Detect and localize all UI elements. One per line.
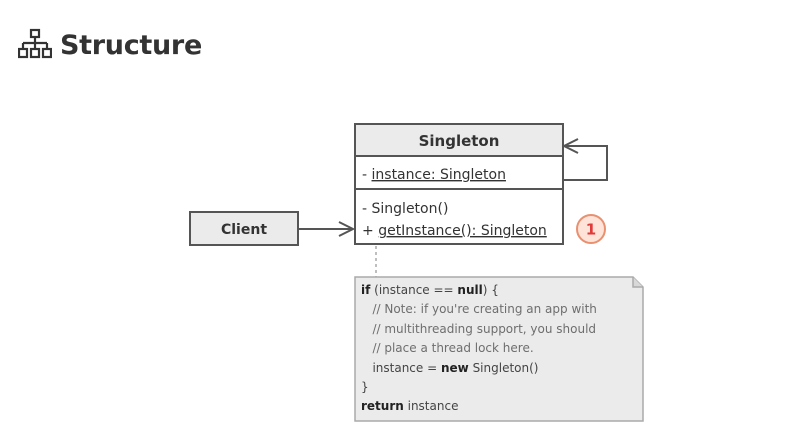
code-comment: // place a thread lock here. <box>361 341 534 356</box>
section-heading: Structure <box>18 28 202 62</box>
singleton-class-title: Singleton <box>419 132 500 150</box>
code-keyword: null <box>457 283 483 297</box>
step-badge: 1 <box>576 214 606 244</box>
hierarchy-structure-icon <box>18 28 52 59</box>
code-line: return instance <box>361 397 637 416</box>
code-keyword: new <box>440 360 469 375</box>
code-keyword: if <box>361 283 371 297</box>
code-text: instance <box>403 399 459 414</box>
singleton-constructor: - Singleton() <box>362 201 448 217</box>
client-to-singleton-arrow <box>299 221 356 237</box>
code-line: } <box>361 378 637 397</box>
code-comment: // multithreading support, you should <box>361 321 597 336</box>
client-box: Client <box>189 211 299 246</box>
self-association-arrow <box>561 138 608 181</box>
code-line: // Note: if you're creating an app with <box>361 300 637 319</box>
singleton-field: - instance: Singleton <box>362 167 506 183</box>
code-text: Singleton() <box>468 360 539 375</box>
page-title: Structure <box>60 29 202 61</box>
code-line: if (instance == null) { <box>361 281 637 300</box>
code-line: // multithreading support, you should <box>361 320 637 339</box>
code-keyword: return <box>361 399 404 414</box>
code-text: ) { <box>482 283 499 297</box>
singleton-getinstance-method: + getInstance(): Singleton <box>362 223 547 239</box>
client-label: Client <box>221 222 267 238</box>
code-text: instance = <box>361 360 441 375</box>
code-note: if (instance == null) { // Note: if you'… <box>355 277 643 421</box>
code-text: } <box>361 380 369 395</box>
code-note-shape <box>354 276 644 422</box>
step-badge-number: 1 <box>586 221 596 239</box>
code-comment: // Note: if you're creating an app with <box>361 302 597 317</box>
code-text: (instance == <box>370 283 458 297</box>
code-line: // place a thread lock here. <box>361 339 637 358</box>
singleton-class-box: Singleton - instance: Singleton - Single… <box>354 123 564 245</box>
code-line: instance = new Singleton() <box>361 359 637 378</box>
